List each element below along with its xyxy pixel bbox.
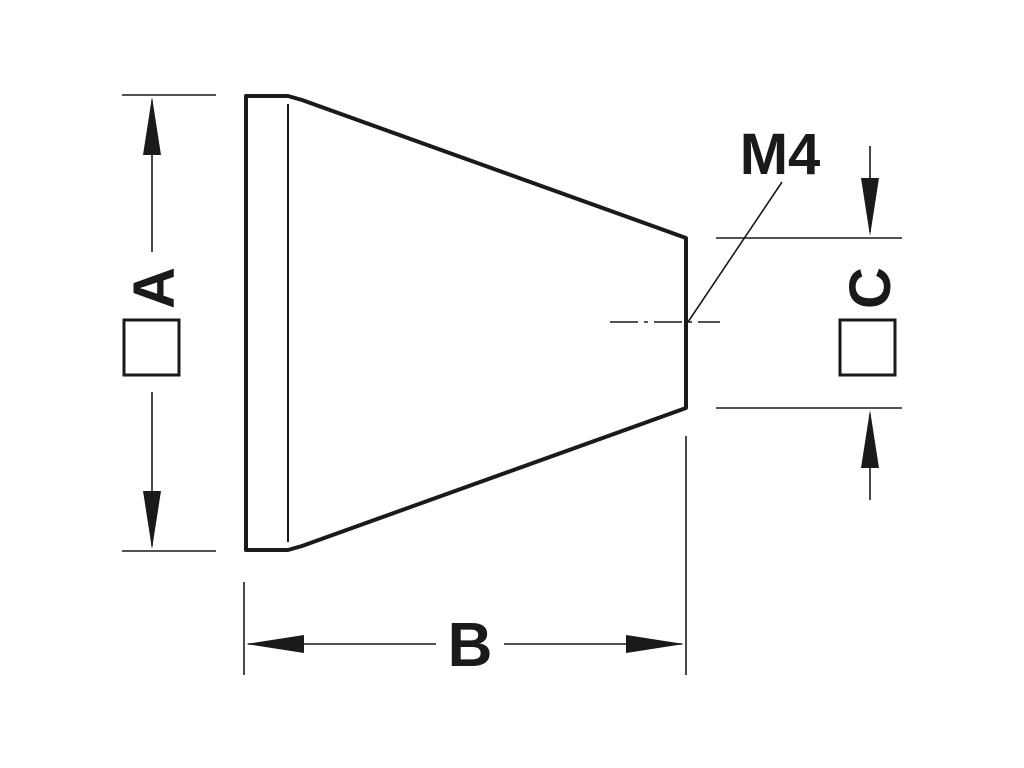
a-arrow-top xyxy=(143,97,161,155)
b-arrow-left xyxy=(246,635,304,653)
m4-thread-label: M4 xyxy=(740,122,821,187)
m4-leader-line xyxy=(687,181,783,323)
knob-body-outline xyxy=(244,94,688,552)
a-dimension-label: A xyxy=(122,267,187,309)
c-arrow-top xyxy=(861,178,879,236)
b-arrow-right xyxy=(626,635,684,653)
a-arrow-bottom xyxy=(143,491,161,549)
a-square-symbol xyxy=(122,318,181,377)
c-arrow-bottom xyxy=(861,410,879,468)
c-square-symbol xyxy=(838,318,897,377)
c-dimension-label: C xyxy=(838,267,903,309)
b-dimension-label: B xyxy=(448,611,493,680)
